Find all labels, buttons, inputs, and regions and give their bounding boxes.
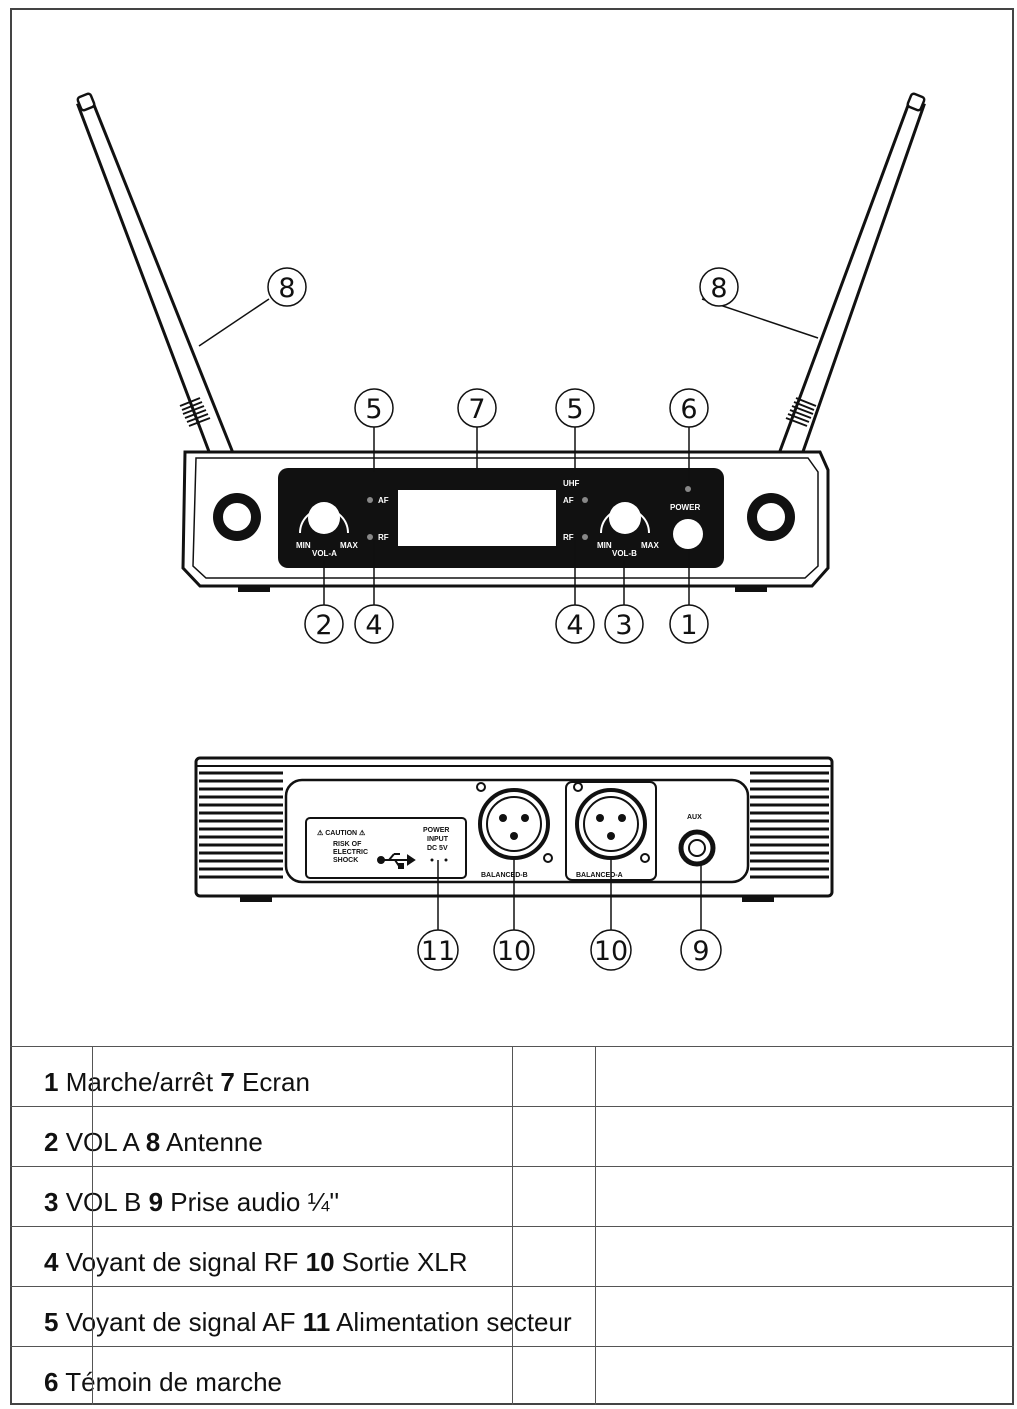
af-led-b [582,497,588,503]
rf-label-b: RF [563,533,574,542]
table-divider [92,1046,93,1405]
rf-led-a [367,534,373,540]
rear-vents [199,771,829,879]
power-button[interactable] [673,519,703,549]
balanced-b-label: BALANCED-B [481,872,528,879]
vol-a-max-label: MAX [340,541,358,550]
legend-row-text: 5 Voyant de signal AF 11 Alimentation se… [44,1307,572,1337]
power-led [685,486,691,492]
callout-6: 6 [680,394,697,425]
af-led-a [367,497,373,503]
callout-4-right: 4 [566,610,583,641]
af-label-b: AF [563,496,574,505]
receiver-diagram: UHF MIN MAX VOL-A AF RF AF RF MIN MAX VO… [76,92,926,971]
legend-row: 2 VOL A 8 Antenne [10,1106,1014,1166]
aux-jack[interactable] [678,829,716,867]
rear-view: ⚠ CAUTION ⚠ RISK OF ELECTRIC SHOCK POWER… [194,756,834,902]
power-input-line-2: INPUT [427,836,449,843]
rf-led-b [582,534,588,540]
display-screen [398,490,556,546]
table-divider [512,1046,513,1405]
vol-a-min-label: MIN [296,541,311,550]
callout-2: 2 [315,610,332,641]
antenna-right [768,92,926,488]
brand-label: UHF [563,479,580,488]
front-leader-lines [198,298,819,605]
table-divider [595,1046,596,1405]
xlr-b-connector[interactable] [476,782,553,863]
callout-10-right: 10 [594,936,628,967]
usb-icon [377,853,416,869]
rear-leader-lines [437,858,702,931]
legend-row-text: 1 Marche/arrêt 7 Ecran [44,1067,310,1097]
af-label-a: AF [378,496,389,505]
callout-1: 1 [680,610,697,641]
legend-row-text: 4 Voyant de signal RF 10 Sortie XLR [44,1247,468,1277]
callout-7: 7 [468,394,485,425]
balanced-a-label: BALANCED-A [576,872,623,879]
vol-b-min-label: MIN [597,541,612,550]
risk-line-2: ELECTRIC [333,849,368,856]
antenna-left [76,92,245,488]
callout-9: 9 [692,936,709,967]
vol-a-knob[interactable] [299,502,349,534]
legend-row: 5 Voyant de signal AF 11 Alimentation se… [10,1286,1014,1346]
legend-row-text: 6 Témoin de marche [44,1367,282,1397]
callout-8-left: 8 [278,273,295,304]
legend-row-text: 2 VOL A 8 Antenne [44,1127,263,1157]
legend-row-text: 3 VOL B 9 Prise audio ¼'' [44,1187,340,1217]
front-callouts: 8 8 5 7 5 6 2 4 4 3 1 [267,267,739,644]
rf-label-a: RF [378,533,389,542]
power-label: POWER [670,503,700,512]
aux-label: AUX [687,814,702,821]
risk-line-1: RISK OF [333,841,362,848]
power-input-line-1: POWER [423,827,449,834]
power-input-line-3: DC 5V [427,845,448,852]
vol-a-label: VOL-A [312,549,337,558]
vol-b-max-label: MAX [641,541,659,550]
risk-line-3: SHOCK [333,857,358,864]
vol-b-knob[interactable] [600,502,650,534]
xlr-a-connector[interactable] [573,782,650,863]
rear-callouts: 11 10 10 9 [417,929,722,971]
vol-b-label: VOL-B [612,549,637,558]
callout-5-left: 5 [365,394,382,425]
front-view: UHF MIN MAX VOL-A AF RF AF RF MIN MAX VO… [76,92,926,592]
callout-8-right: 8 [710,273,727,304]
callout-4-left: 4 [365,610,382,641]
callout-5-right: 5 [566,394,583,425]
callout-10-left: 10 [497,936,531,967]
power-input-jack[interactable] [430,858,448,862]
caution-block [305,817,467,879]
caution-label: ⚠ CAUTION ⚠ [317,829,366,837]
callout-11: 11 [421,936,455,967]
callout-3: 3 [615,610,632,641]
legend-table: 1 Marche/arrêt 7 Ecran 2 VOL A 8 Antenne… [10,1046,1014,1405]
